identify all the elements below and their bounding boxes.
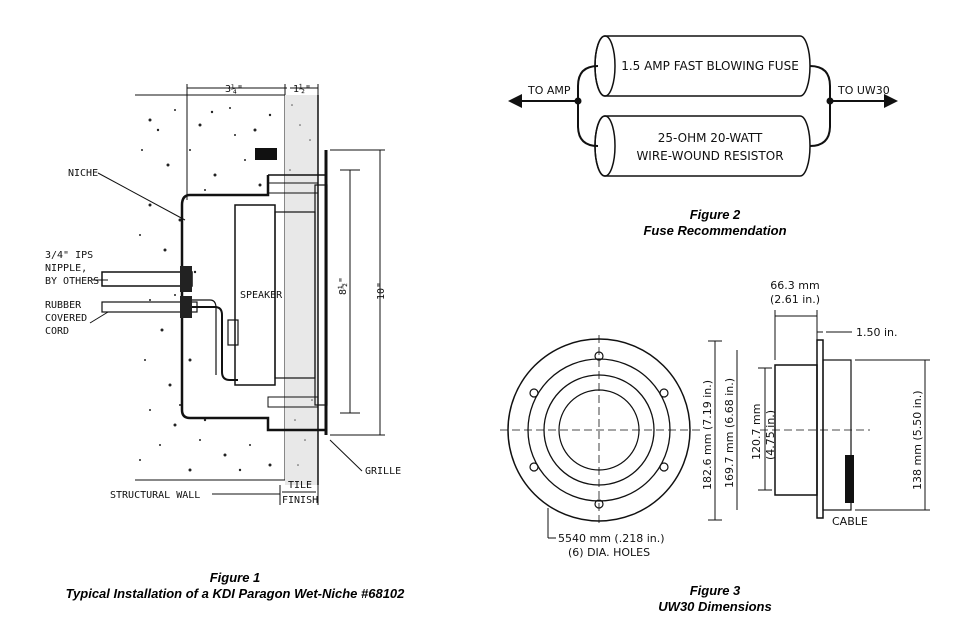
label-to-amp: TO AMP bbox=[527, 84, 571, 97]
figure-3-uw30: 182.6 mm (7.19 in.) 169.7 mm (6.68 in.) … bbox=[500, 279, 930, 614]
label-cord-3: CORD bbox=[45, 326, 69, 337]
dim-8-1-2: 8½" bbox=[337, 277, 349, 295]
resistor-label-1: 25-OHM 20-WATT bbox=[658, 131, 763, 145]
dim-120mm: 120.7 mm bbox=[750, 404, 763, 460]
resistor-cylinder bbox=[594, 115, 811, 177]
figure-1-installation: 3¼" 1½" 8½" 10" NICHE 3/4" IPS NIPPLE, B… bbox=[45, 83, 405, 601]
label-finish: FINISH bbox=[282, 495, 318, 506]
figure-2-fuse: 1.5 AMP FAST BLOWING FUSE 25-OHM 20-WATT… bbox=[508, 35, 898, 238]
dim-66mm: 66.3 mm bbox=[770, 279, 819, 292]
mounting-holes bbox=[529, 351, 669, 509]
niche-housing bbox=[180, 175, 326, 432]
ips-nipple bbox=[101, 271, 193, 287]
label-nipple-3: BY OTHERS bbox=[45, 276, 99, 287]
label-structural-wall: STRUCTURAL WALL bbox=[110, 490, 200, 501]
concrete-speckle bbox=[139, 107, 272, 472]
holes-count: (6) DIA. HOLES bbox=[568, 546, 650, 559]
dim-10: 10" bbox=[376, 282, 387, 300]
label-niche: NICHE bbox=[68, 168, 98, 179]
to-uw30-arrow bbox=[884, 94, 898, 108]
to-amp-arrow bbox=[508, 94, 522, 108]
label-to-uw30: TO UW30 bbox=[837, 84, 890, 97]
figure-2-title: Figure 2 bbox=[690, 207, 741, 222]
dim-120in: (4.75 in.) bbox=[764, 410, 777, 460]
label-nipple-1: 3/4" IPS bbox=[45, 250, 93, 261]
dim-3-1-4: 3¼" bbox=[225, 83, 243, 95]
tile-finish-band bbox=[285, 95, 318, 485]
dim-138: 138 mm (5.50 in.) bbox=[911, 390, 924, 490]
resistor-label-2: WIRE-WOUND RESISTOR bbox=[636, 149, 783, 163]
dim-169: 169.7 mm (6.68 in.) bbox=[723, 378, 736, 488]
figure-3-title: Figure 3 bbox=[690, 583, 741, 598]
dim-66in: (2.61 in.) bbox=[770, 293, 820, 306]
figure-1-title: Figure 1 bbox=[210, 570, 261, 585]
figure-1-caption: Typical Installation of a KDI Paragon We… bbox=[66, 586, 406, 601]
fuse-label: 1.5 AMP FAST BLOWING FUSE bbox=[621, 59, 799, 73]
label-cable: CABLE bbox=[832, 515, 868, 528]
figure-2-caption: Fuse Recommendation bbox=[643, 223, 786, 238]
label-speaker: SPEAKER bbox=[240, 290, 283, 301]
holes-dim: 5540 mm (.218 in.) bbox=[558, 532, 665, 545]
dim-flange: 1.50 in. bbox=[856, 326, 898, 339]
label-nipple-2: NIPPLE, bbox=[45, 263, 87, 274]
label-grille: GRILLE bbox=[365, 466, 401, 477]
cable-stub bbox=[845, 455, 854, 503]
mounting-bolt bbox=[255, 148, 277, 160]
label-cord-2: COVERED bbox=[45, 313, 87, 324]
rubber-covered-cord bbox=[192, 306, 238, 381]
dim-1-1-2: 1½" bbox=[293, 83, 311, 95]
dim-182: 182.6 mm (7.19 in.) bbox=[701, 380, 714, 490]
figure-3-caption: UW30 Dimensions bbox=[658, 599, 771, 614]
label-cord-1: RUBBER bbox=[45, 300, 82, 311]
label-tile: TILE bbox=[288, 480, 312, 491]
